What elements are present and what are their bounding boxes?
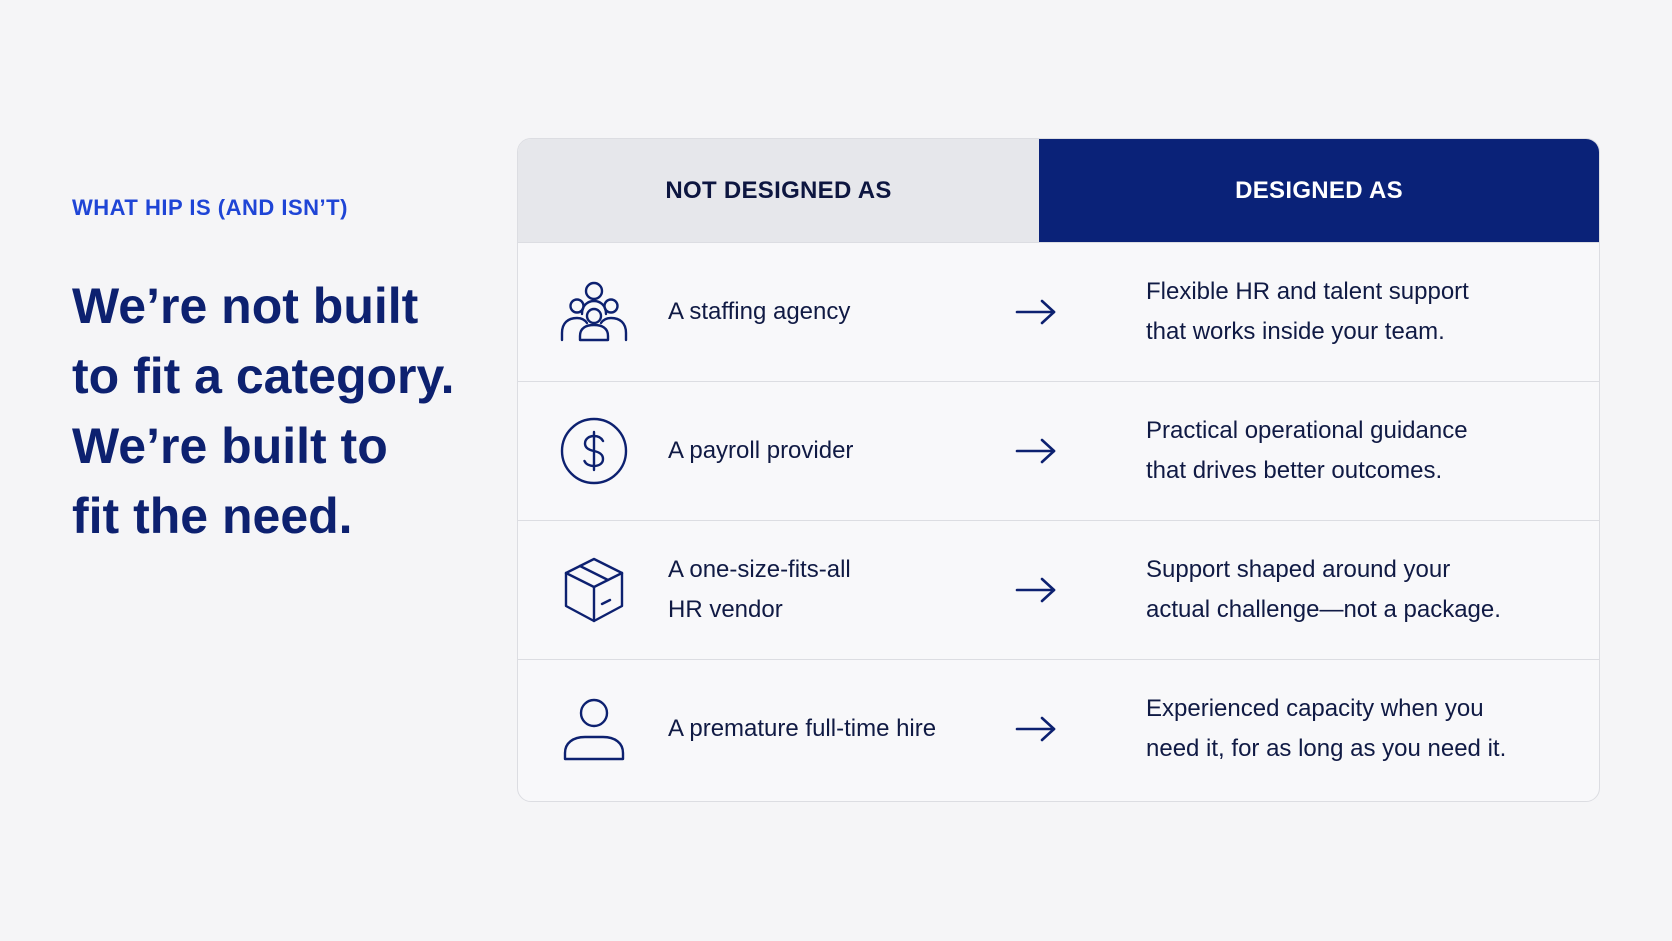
person-icon: [558, 693, 630, 765]
arrow-right-icon: [1014, 575, 1058, 605]
headline: We’re not built to fit a category. We’re…: [72, 271, 492, 551]
is-line-2: that works inside your team.: [1146, 318, 1445, 345]
is-line-2: that drives better outcomes.: [1146, 457, 1443, 484]
comparison-table: NOT DESIGNED AS DESIGNED AS A staffing a…: [517, 138, 1600, 802]
header-not-designed-as: NOT DESIGNED AS: [518, 139, 1039, 242]
headline-line-4: fit the need.: [72, 488, 353, 544]
headline-line-3: We’re built to: [72, 418, 388, 474]
box-icon: [558, 554, 630, 626]
arrow-right-icon: [1014, 714, 1058, 744]
table-row: A payroll provider Practical operational…: [518, 381, 1599, 520]
headline-line-2: to fit a category.: [72, 348, 455, 404]
eyebrow-label: WHAT HIP IS (AND ISN’T): [72, 195, 348, 220]
is-line-2: need it, for as long as you need it.: [1146, 735, 1507, 762]
arrow-right-icon: [1014, 297, 1058, 327]
not-designed-as-text: A staffing agency: [668, 243, 988, 381]
is-line-1: Flexible HR and talent support: [1146, 278, 1469, 305]
people-group-icon: [558, 276, 630, 348]
dollar-circle-icon: [558, 415, 630, 487]
headline-line-1: We’re not built: [72, 278, 419, 334]
table-header: NOT DESIGNED AS DESIGNED AS: [518, 139, 1599, 242]
table-row: A one-size-fits-all HR vendor Support sh…: [518, 520, 1599, 659]
not-line-1: A one-size-fits-all: [668, 556, 851, 583]
designed-as-text: Flexible HR and talent support that work…: [1146, 243, 1576, 381]
not-line-1: A staffing agency: [668, 298, 851, 325]
table-row: A staffing agency Flexible HR and talent…: [518, 242, 1599, 381]
not-line-2: HR vendor: [668, 596, 783, 623]
arrow-right-icon: [1014, 436, 1058, 466]
table-row: A premature full-time hire Experienced c…: [518, 659, 1599, 798]
header-designed-as: DESIGNED AS: [1039, 139, 1599, 242]
not-designed-as-text: A one-size-fits-all HR vendor: [668, 521, 988, 659]
not-designed-as-text: A premature full-time hire: [668, 660, 988, 798]
designed-as-text: Experienced capacity when you need it, f…: [1146, 660, 1576, 798]
not-designed-as-text: A payroll provider: [668, 382, 988, 520]
designed-as-text: Practical operational guidance that driv…: [1146, 382, 1576, 520]
is-line-1: Practical operational guidance: [1146, 417, 1468, 444]
designed-as-text: Support shaped around your actual challe…: [1146, 521, 1576, 659]
is-line-1: Experienced capacity when you: [1146, 695, 1484, 722]
is-line-2: actual challenge—not a package.: [1146, 596, 1501, 623]
not-line-1: A payroll provider: [668, 437, 854, 464]
intro-panel: WHAT HIP IS (AND ISN’T) We’re not built …: [72, 195, 492, 551]
not-line-1: A premature full-time hire: [668, 715, 937, 742]
is-line-1: Support shaped around your: [1146, 556, 1451, 583]
